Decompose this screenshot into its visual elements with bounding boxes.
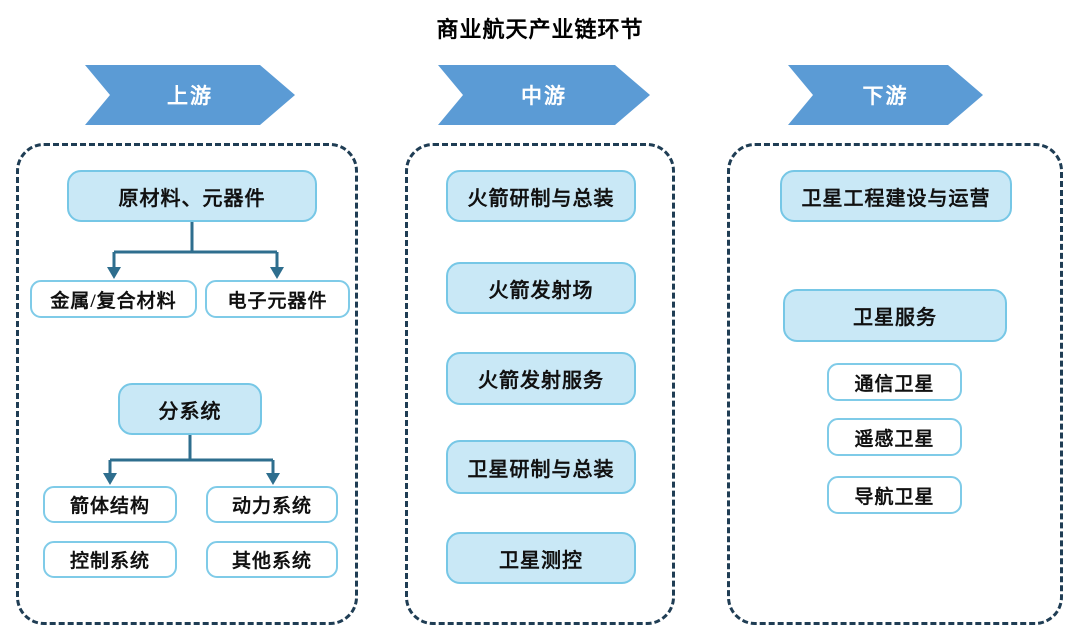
box-remote-sensing-satellite: 遥感卫星 bbox=[827, 418, 962, 456]
box-communication-satellite: 通信卫星 bbox=[827, 363, 962, 401]
banner-upstream: 上游 bbox=[85, 65, 295, 125]
box-rocket-launch-services: 火箭发射服务 bbox=[446, 352, 636, 405]
box-power-system: 动力系统 bbox=[206, 486, 338, 523]
box-electronic-components: 电子元器件 bbox=[205, 280, 350, 318]
box-rocket-body-structure: 箭体结构 bbox=[43, 486, 177, 523]
box-navigation-satellite: 导航卫星 bbox=[827, 476, 962, 514]
box-metal-composite: 金属/复合材料 bbox=[30, 280, 197, 318]
banner-midstream: 中游 bbox=[438, 65, 650, 125]
box-control-system: 控制系统 bbox=[43, 541, 177, 578]
box-rocket-development-assembly: 火箭研制与总装 bbox=[446, 170, 636, 222]
midstream-container bbox=[405, 143, 675, 625]
box-subsystems: 分系统 bbox=[118, 383, 262, 435]
banner-downstream: 下游 bbox=[788, 65, 983, 125]
box-satellite-development-assembly: 卫星研制与总装 bbox=[446, 440, 636, 494]
diagram-title: 商业航天产业链环节 bbox=[436, 17, 644, 42]
box-raw-materials: 原材料、元器件 bbox=[67, 170, 317, 222]
banner-downstream-label: 下游 bbox=[862, 84, 909, 108]
box-satellite-services: 卫星服务 bbox=[783, 289, 1007, 342]
box-satellite-engineering-operation: 卫星工程建设与运营 bbox=[780, 170, 1012, 222]
box-rocket-launch-site: 火箭发射场 bbox=[446, 262, 636, 314]
upstream-container bbox=[16, 143, 358, 625]
box-satellite-tt-and-c: 卫星测控 bbox=[446, 532, 636, 584]
downstream-container bbox=[727, 143, 1063, 625]
banner-midstream-label: 中游 bbox=[521, 84, 567, 108]
banner-upstream-label: 上游 bbox=[167, 84, 213, 108]
box-other-systems: 其他系统 bbox=[206, 541, 338, 578]
